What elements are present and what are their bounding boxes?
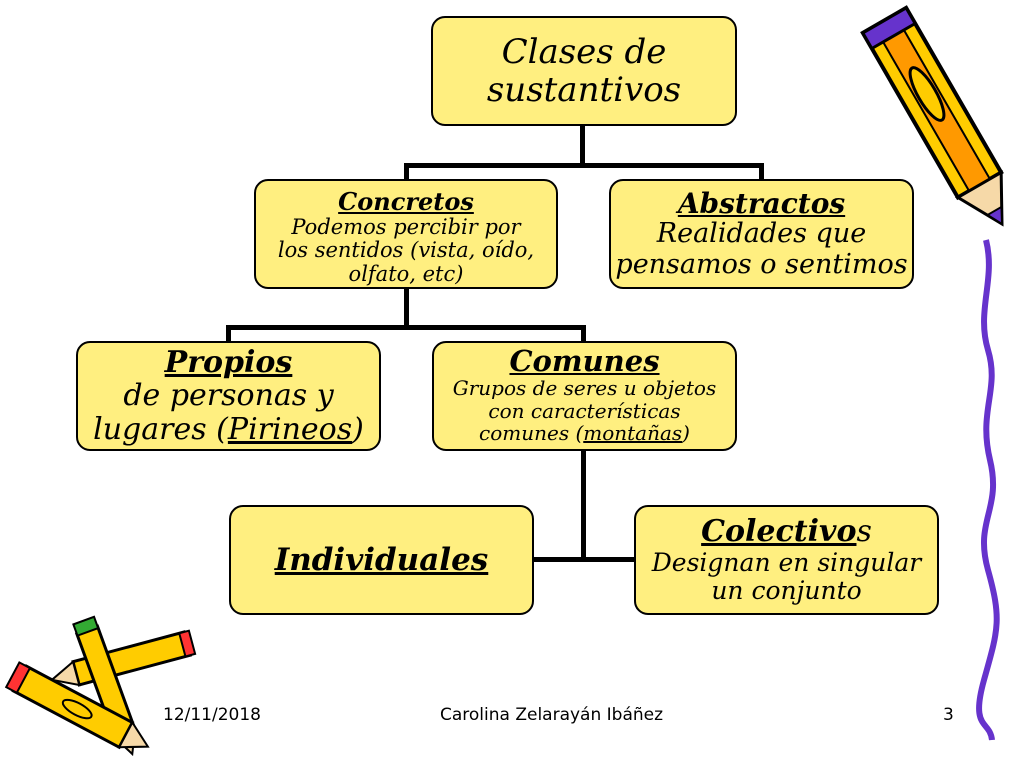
- footer-page-number: 3: [943, 705, 954, 725]
- node-comunes-title: Comunes: [509, 344, 660, 378]
- node-comunes-line2: con características: [488, 398, 681, 423]
- node-abstractos-line2: pensamos o sentimos: [615, 248, 908, 280]
- node-propios-line2: lugares (Pirineos): [93, 411, 364, 447]
- footer-author: Carolina Zelarayán Ibáñez: [440, 705, 664, 725]
- connector-to-propios: [226, 325, 231, 343]
- node-concretos-line3: olfato, etc): [348, 261, 464, 286]
- node-abstractos: Abstractos Realidades que pensamos o sen…: [609, 179, 914, 289]
- connector-root-down: [580, 125, 585, 165]
- node-propios-title: Propios: [164, 344, 293, 380]
- connector-to-comunes: [581, 325, 586, 343]
- node-concretos-title: Concretos: [338, 187, 474, 216]
- decorative-wavy-line: [976, 239, 1000, 741]
- node-propios-example: Pirineos: [227, 411, 353, 447]
- node-abstractos-line1: Realidades que: [656, 218, 867, 250]
- node-propios: Propios de personas y lugares (Pirineos): [76, 341, 381, 451]
- connector-level2-horizontal: [226, 325, 586, 330]
- footer-date: 12/11/2018: [163, 705, 261, 725]
- connector-to-abstractos: [759, 163, 764, 181]
- node-concretos-line2: los sentidos (vista, oído,: [277, 238, 535, 263]
- node-concretos-line1: Podemos percibir por: [291, 214, 521, 239]
- node-colectivos-line2: un conjunto: [711, 575, 862, 605]
- node-individuales: Individuales: [229, 505, 534, 615]
- node-abstractos-title: Abstractos: [677, 187, 846, 221]
- node-root-line1: Clases de: [501, 31, 667, 72]
- pencil-icon: [860, 5, 1004, 227]
- node-individuales-title: Individuales: [274, 541, 489, 578]
- node-comunes-line1: Grupos de seres u objetos: [452, 376, 717, 401]
- connector-comunes-down: [581, 450, 586, 560]
- connector-concretos-down: [404, 288, 409, 328]
- node-colectivos-line1: Designan en singular: [651, 547, 922, 577]
- node-comunes-example: montañas: [583, 421, 683, 446]
- connector-level3-horizontal: [532, 557, 636, 562]
- connector-level1-horizontal: [404, 163, 764, 168]
- node-comunes-line3: comunes (montañas): [479, 421, 690, 446]
- node-comunes: Comunes Grupos de seres u objetos con ca…: [432, 341, 737, 451]
- node-colectivos-title: Colectivos: [701, 514, 872, 550]
- node-propios-line1: de personas y: [123, 378, 334, 414]
- node-concretos: Concretos Podemos percibir por los senti…: [254, 179, 558, 289]
- connector-to-concretos: [404, 163, 409, 181]
- crossed-pencils-icon: [4, 615, 197, 757]
- node-root-line2: sustantivos: [486, 70, 682, 110]
- node-clases-de-sustantivos: Clases de sustantivos: [431, 16, 737, 126]
- node-colectivos: Colectivos Designan en singular un conju…: [634, 505, 939, 615]
